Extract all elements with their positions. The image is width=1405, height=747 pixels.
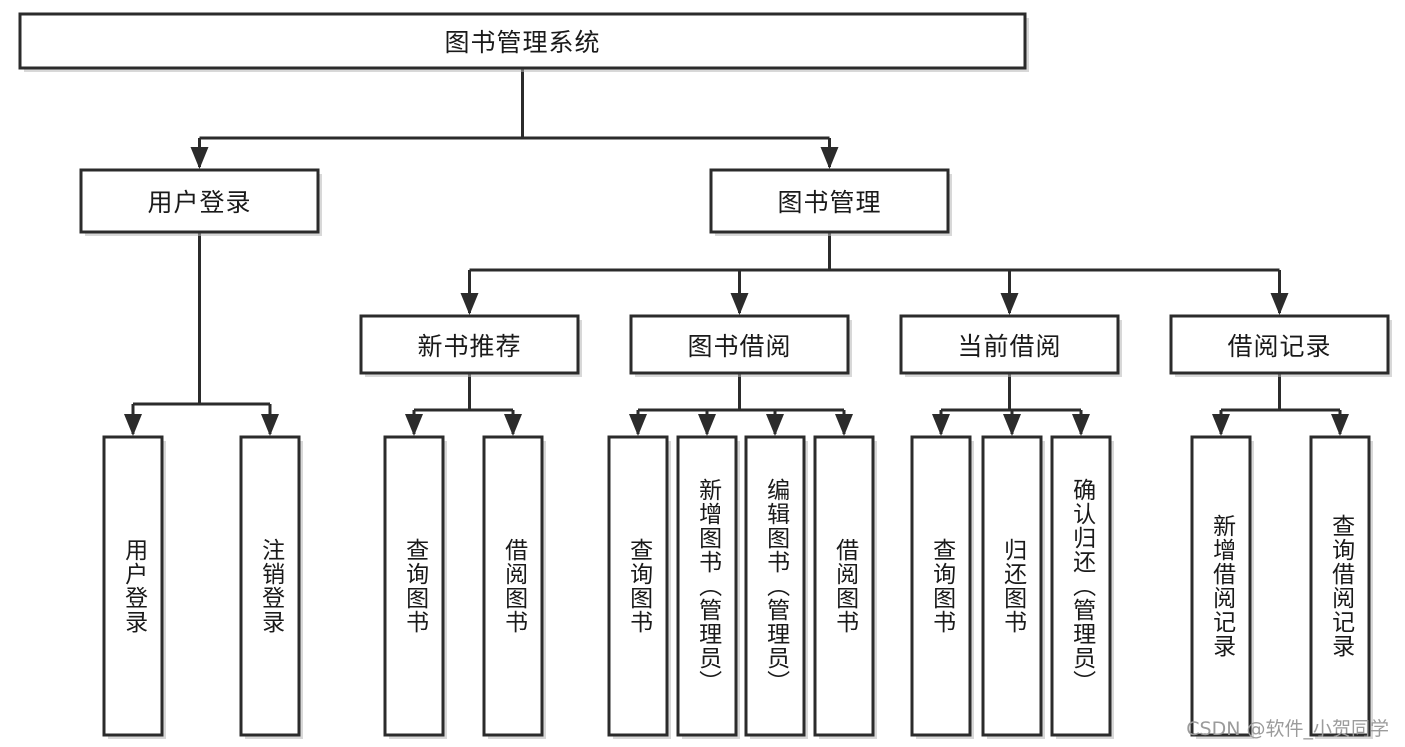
arrow-head-icon xyxy=(504,414,522,436)
arrow-head-icon xyxy=(698,414,716,436)
node-box-l3-0[interactable] xyxy=(359,314,580,375)
arrow-head-icon xyxy=(1212,414,1230,436)
node-box-leaf-2[interactable] xyxy=(383,435,445,737)
boxes-layer xyxy=(18,12,1392,739)
arrow-head-icon xyxy=(1000,293,1019,315)
arrow-head-icon xyxy=(1270,293,1289,315)
arrow-head-icon xyxy=(1003,414,1021,436)
node-box-leaf-0[interactable] xyxy=(102,435,164,737)
arrow-head-icon xyxy=(190,147,209,169)
node-box-leaf-1[interactable] xyxy=(239,435,301,737)
node-box-leaf-4[interactable] xyxy=(607,435,669,737)
node-box-l2-0[interactable] xyxy=(79,168,320,234)
arrow-head-icon xyxy=(124,414,142,436)
node-box-leaf-10[interactable] xyxy=(1050,435,1112,737)
node-box-leaf-12[interactable] xyxy=(1309,435,1371,737)
arrow-head-icon xyxy=(405,414,423,436)
node-box-l3-2[interactable] xyxy=(899,314,1120,375)
arrow-head-icon xyxy=(261,414,279,436)
arrow-head-icon xyxy=(766,414,784,436)
node-box-l3-3[interactable] xyxy=(1169,314,1390,375)
arrow-head-icon xyxy=(629,414,647,436)
node-box-leaf-3[interactable] xyxy=(482,435,544,737)
arrow-head-icon xyxy=(1331,414,1349,436)
node-box-l2-1[interactable] xyxy=(709,168,950,234)
node-box-leaf-11[interactable] xyxy=(1190,435,1252,737)
node-box-leaf-7[interactable] xyxy=(813,435,875,737)
connectors-layer xyxy=(124,68,1349,436)
node-box-root-0[interactable] xyxy=(18,12,1027,70)
arrow-head-icon xyxy=(932,414,950,436)
arrow-head-icon xyxy=(835,414,853,436)
arrow-head-icon xyxy=(460,293,479,315)
node-box-l3-1[interactable] xyxy=(629,314,850,375)
node-box-leaf-8[interactable] xyxy=(910,435,972,737)
node-box-leaf-6[interactable] xyxy=(744,435,806,737)
arrow-head-icon xyxy=(730,293,749,315)
node-box-leaf-9[interactable] xyxy=(981,435,1043,737)
arrow-head-icon xyxy=(820,147,839,169)
arrow-head-icon xyxy=(1072,414,1090,436)
node-box-leaf-5[interactable] xyxy=(676,435,738,737)
